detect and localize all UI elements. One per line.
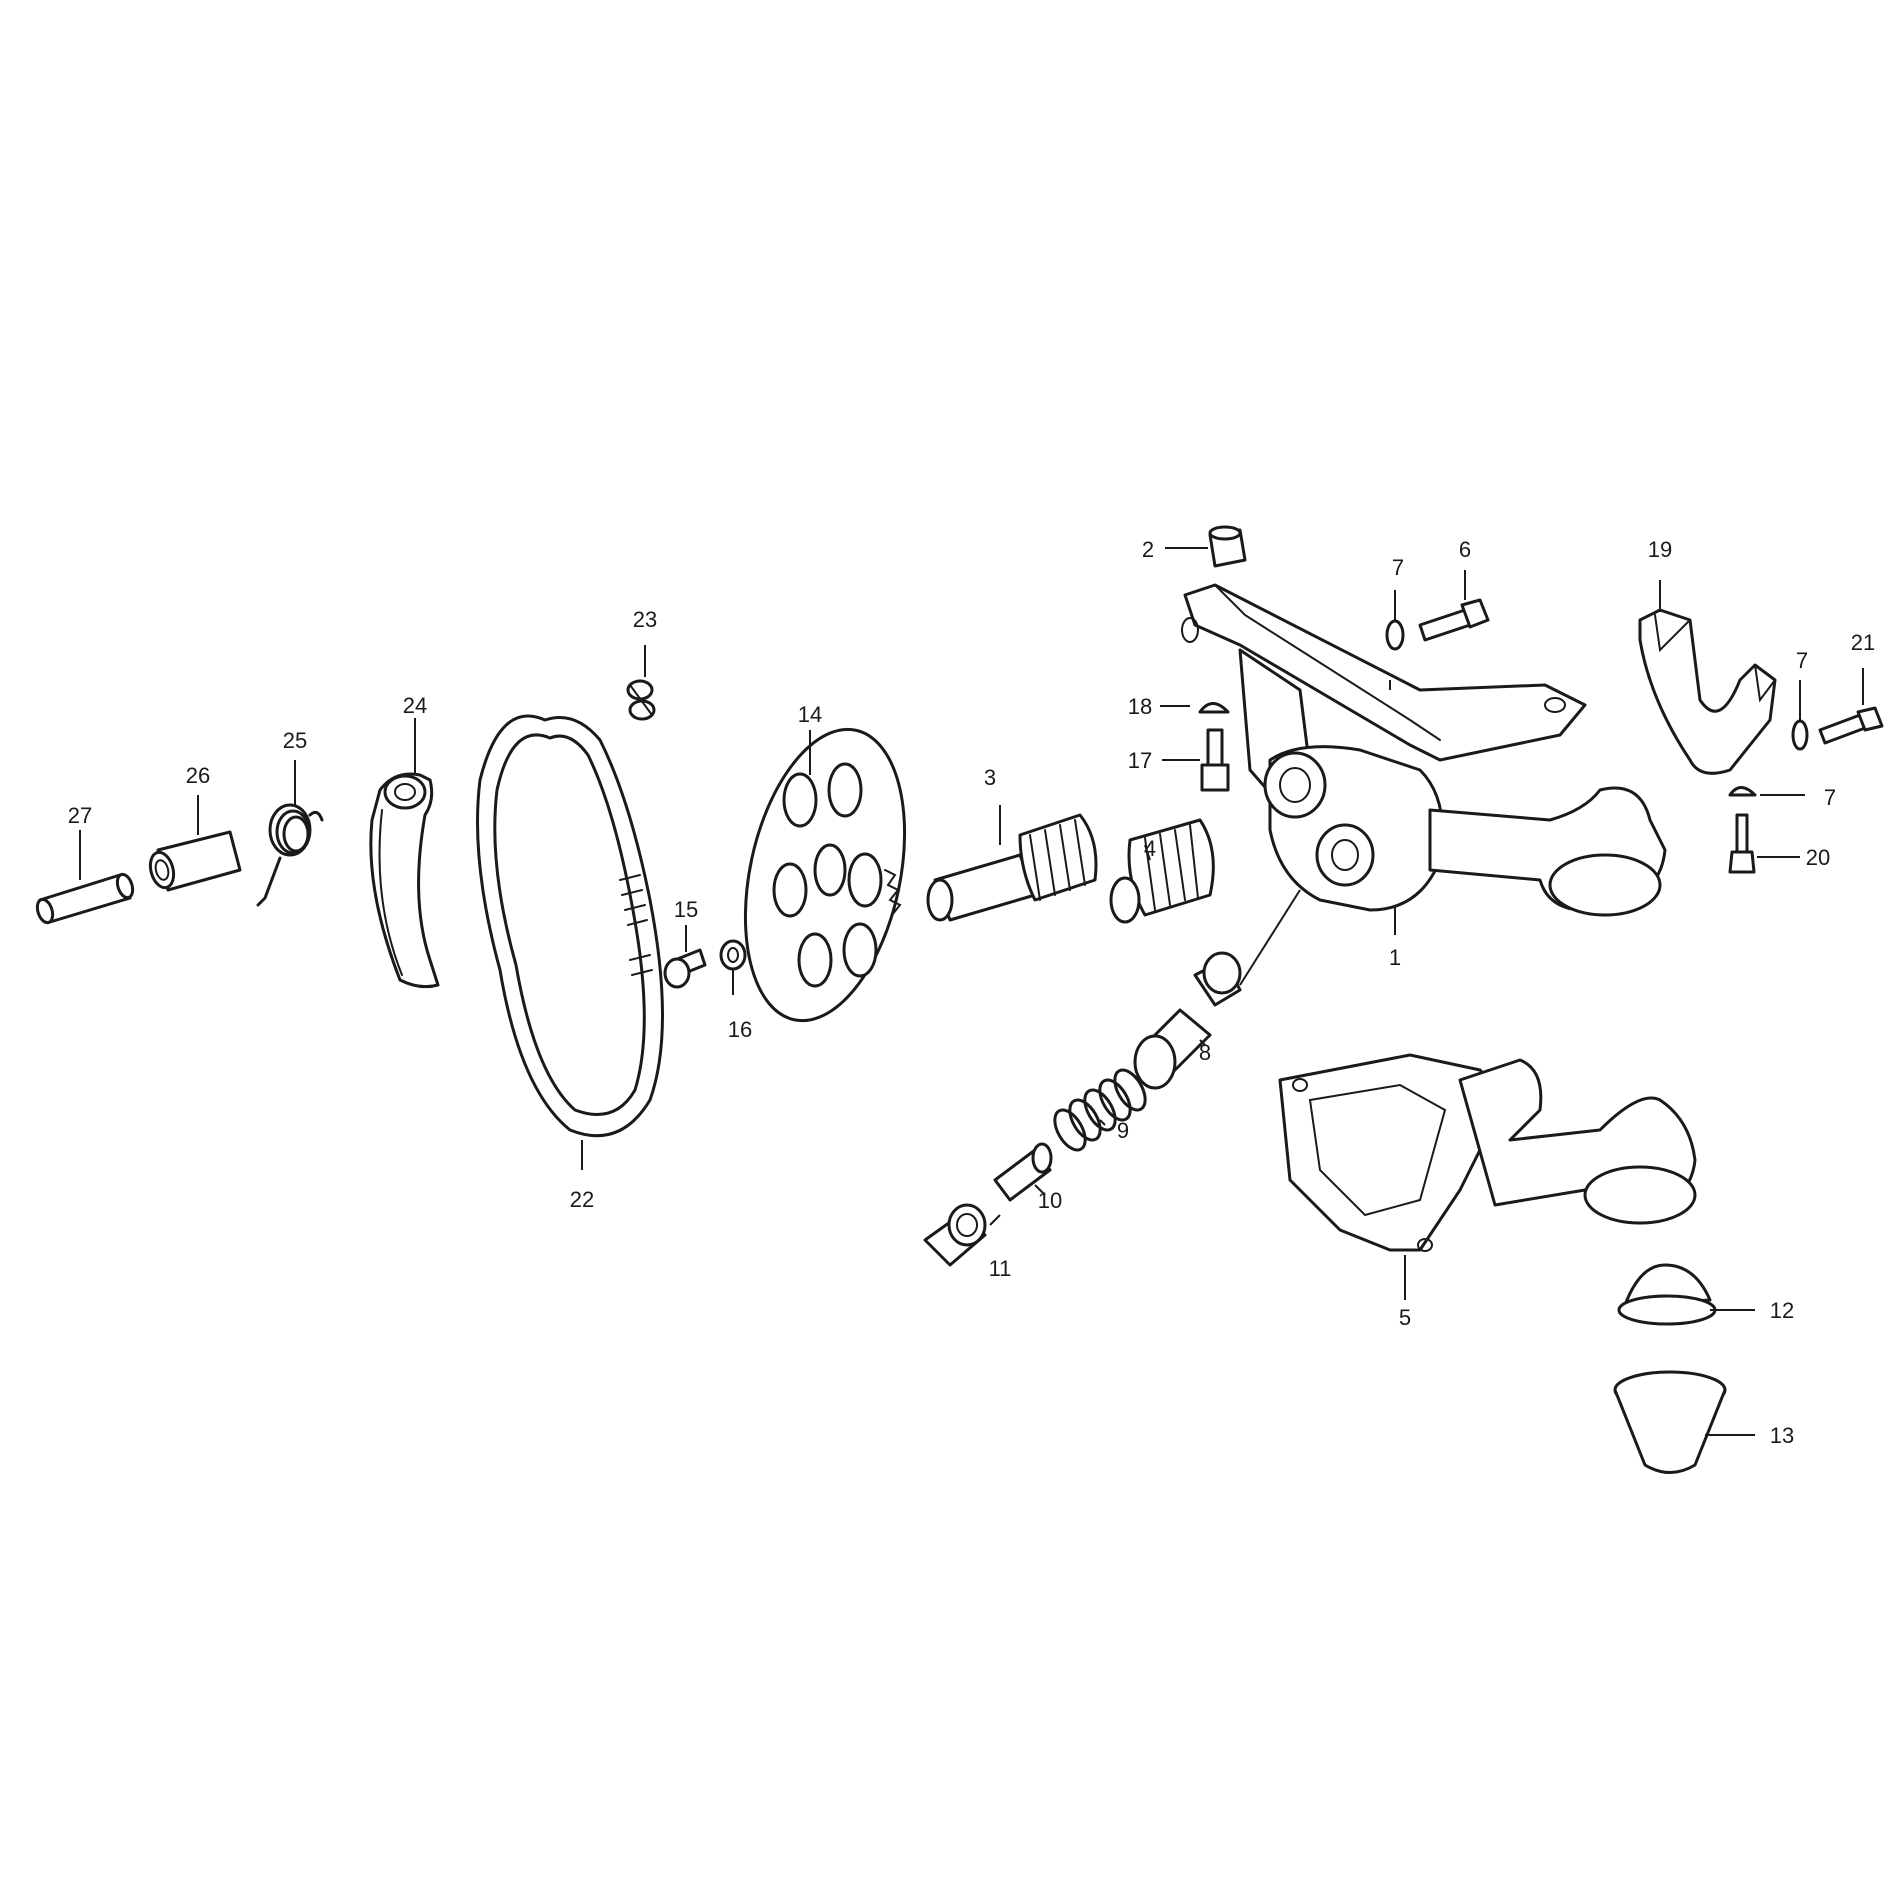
- callout-3: 3: [984, 765, 996, 790]
- callout-16: 16: [728, 1017, 752, 1042]
- part-13-strainer-cone: [1613, 1370, 1727, 1474]
- callout-11: 11: [989, 1256, 1012, 1281]
- callout-25: 25: [283, 728, 307, 753]
- callout-7-c: 7: [1824, 785, 1836, 810]
- part-7-lock-washer-c: [1728, 786, 1757, 797]
- callout-15: 15: [674, 897, 698, 922]
- part-11-plug: [923, 1203, 987, 1267]
- callout-20: 20: [1806, 845, 1830, 870]
- part-4-driven-gear: [1109, 818, 1215, 924]
- callout-24: 24: [403, 693, 427, 718]
- part-25-torsion-spring: [256, 803, 324, 907]
- part-16-washer: [719, 939, 747, 971]
- callout-14: 14: [798, 702, 822, 727]
- leader-lines: [79, 547, 1864, 1436]
- callout-labels: 1 2 3 4 5 6 7 7 7 8 9 10 11 12 13 14 15 …: [68, 537, 1875, 1448]
- callout-21: 21: [1851, 630, 1875, 655]
- part-8-relief-piston: [1133, 951, 1242, 1090]
- callout-19: 19: [1648, 537, 1672, 562]
- part-7-lock-washer-b: [1791, 719, 1809, 751]
- callout-7-a: 7: [1392, 555, 1404, 580]
- callout-7-b: 7: [1796, 648, 1808, 673]
- callout-5: 5: [1399, 1305, 1411, 1330]
- part-18-washer: [1198, 702, 1230, 714]
- callout-8: 8: [1199, 1040, 1211, 1065]
- part-14-sprocket: [743, 727, 907, 1023]
- part-15-bolt: [663, 948, 707, 989]
- part-10-pin: [993, 1142, 1053, 1202]
- callout-26: 26: [186, 763, 210, 788]
- part-21-bolt: [1818, 706, 1884, 745]
- part-24-tensioner-arm: [369, 772, 440, 989]
- part-2-sleeve: [1208, 525, 1247, 568]
- part-22-drive-chain: [476, 714, 664, 1138]
- part-9-relief-spring: [1053, 1068, 1147, 1152]
- part-3-drive-gear-shaft: [926, 813, 1098, 922]
- callout-22: 22: [570, 1187, 594, 1212]
- part-26-bushing: [148, 830, 242, 892]
- callout-4: 4: [1144, 836, 1156, 861]
- part-17-bolt: [1200, 728, 1230, 792]
- callout-2: 2: [1142, 537, 1154, 562]
- part-5-pump-cover: [1278, 1053, 1697, 1252]
- callout-23: 23: [633, 607, 657, 632]
- callout-6: 6: [1459, 537, 1471, 562]
- part-23-connecting-link: [626, 679, 656, 721]
- callout-10: 10: [1038, 1188, 1062, 1213]
- part-6-bolt: [1418, 598, 1490, 642]
- part-7-lock-washer-a: [1385, 619, 1405, 651]
- callout-13: 13: [1770, 1423, 1794, 1448]
- part-19-bracket: [1638, 608, 1777, 775]
- part-27-pin: [35, 872, 135, 925]
- part-1-oil-pump-housing: [1181, 583, 1667, 917]
- callout-12: 12: [1770, 1298, 1794, 1323]
- part-12-strainer: [1617, 1263, 1717, 1326]
- callout-1: 1: [1389, 945, 1401, 970]
- part-20-bolt: [1728, 813, 1756, 874]
- callout-27: 27: [68, 803, 92, 828]
- callout-18: 18: [1128, 694, 1152, 719]
- callout-9: 9: [1117, 1118, 1129, 1143]
- callout-17: 17: [1128, 748, 1152, 773]
